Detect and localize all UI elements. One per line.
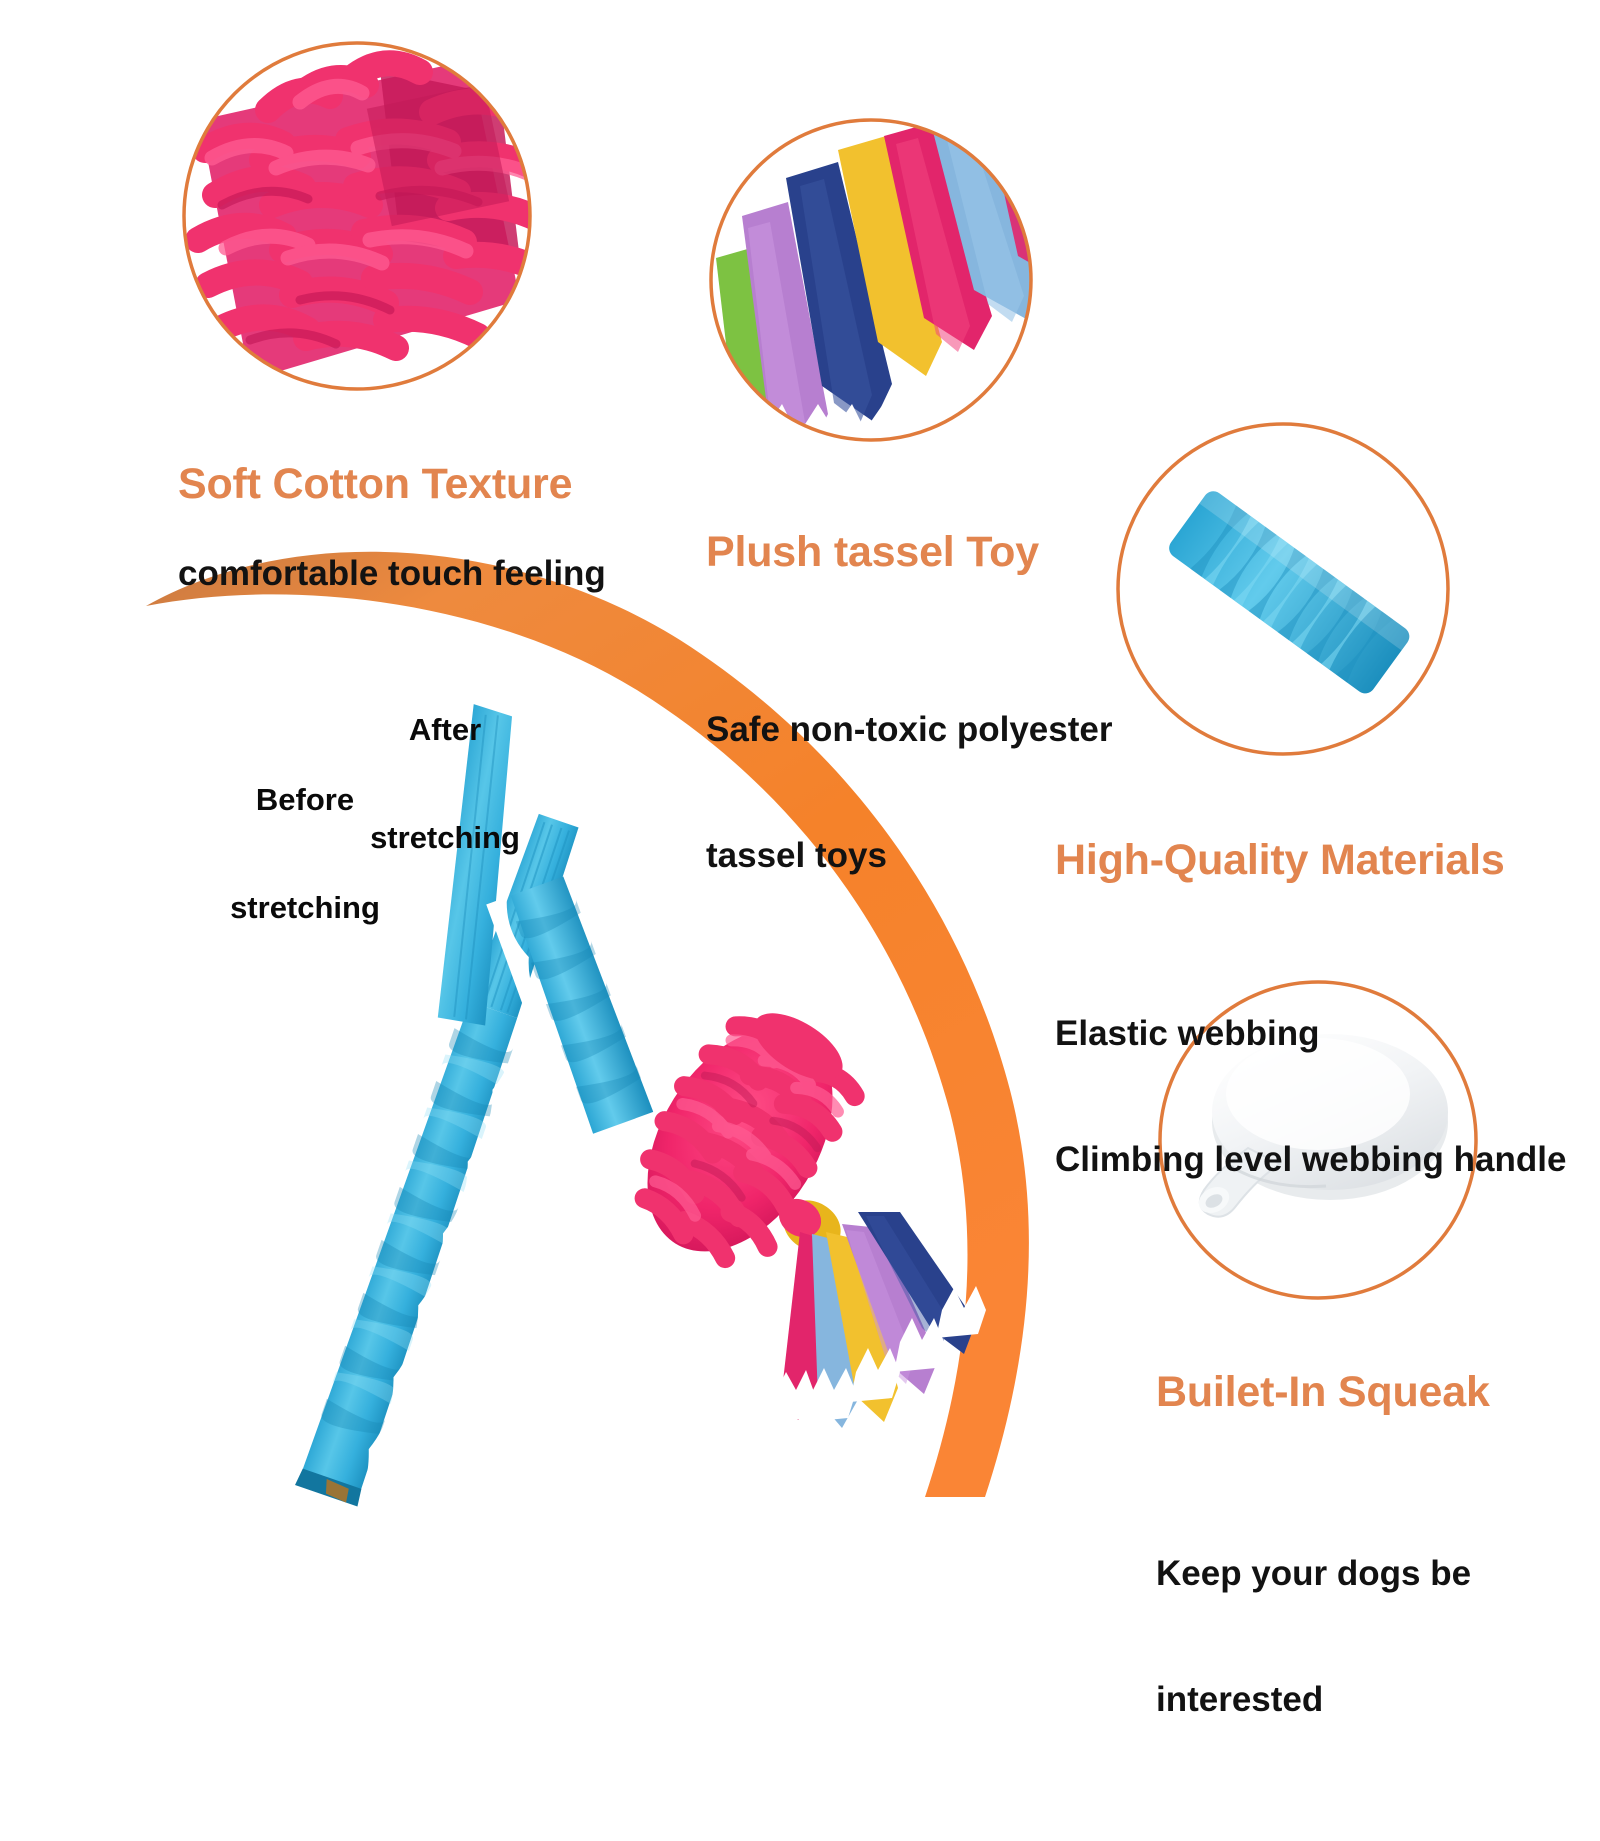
tassel-bundle: [772, 1198, 986, 1428]
feature-description-materials: Elastic webbing Climbing level webbing h…: [1055, 929, 1566, 1265]
label-after-line2: stretching: [370, 820, 520, 855]
feature-title-soft-cotton: Soft Cotton Texture: [178, 460, 573, 508]
photo-ring-squeak: [1158, 980, 1478, 1300]
feature-photo-materials: [1116, 422, 1450, 756]
product-after-stretching: [437, 704, 986, 1428]
feature-description-line1: Safe non-toxic polyester: [706, 710, 1113, 749]
feature-block-squeak: Builet-In Squeak Keep your dogs be inter…: [1156, 1332, 1490, 1841]
feature-description-line1: Keep your dogs be: [1156, 1554, 1472, 1593]
mop-head: [634, 1013, 865, 1269]
feature-block-plush-tassel: Plush tassel Toy Safe non-toxic polyeste…: [706, 492, 1112, 997]
decorative-orange-arc: [146, 551, 1029, 1497]
feature-block-soft-cotton: Soft Cotton Texture comfortable touch fe…: [178, 424, 606, 631]
infographic-canvas: Soft Cotton Texture comfortable touch fe…: [146, 41, 1566, 1719]
feature-description-plush-tassel: Safe non-toxic polyester tassel toys: [706, 625, 1112, 961]
photo-ring-plush-tassel: [709, 118, 1033, 442]
feature-title-plush-tassel: Plush tassel Toy: [706, 528, 1039, 576]
label-after-line1: After: [408, 712, 482, 747]
feature-photo-squeak: [1158, 980, 1478, 1300]
graphics-layer: [146, 41, 1478, 1508]
feature-block-materials: High-Quality Materials Elastic webbing C…: [1055, 800, 1566, 1301]
feature-photo-plush-tassel: [709, 118, 1033, 442]
label-before-line2: stretching: [230, 890, 380, 925]
photo-ring-soft-cotton: [182, 41, 532, 391]
feature-description-line1: Elastic webbing: [1055, 1014, 1320, 1053]
label-before-stretching: Before stretching: [180, 710, 430, 998]
feature-description-squeak: Keep your dogs be interested: [1156, 1469, 1490, 1805]
photo-ring-materials: [1116, 422, 1450, 756]
feature-photo-soft-cotton: [182, 41, 532, 391]
label-before-line1: Before: [255, 782, 355, 817]
feature-description-line2: tassel toys: [706, 836, 887, 875]
arc-shape: [146, 551, 1029, 1497]
product-before-stretching: [277, 813, 579, 1508]
feature-title-squeak: Builet-In Squeak: [1156, 1368, 1490, 1416]
label-after-stretching: After stretching: [330, 640, 560, 928]
feature-description-line2: Climbing level webbing handle: [1055, 1140, 1567, 1179]
feature-description-line2: interested: [1156, 1680, 1324, 1719]
feature-title-materials: High-Quality Materials: [1055, 836, 1505, 884]
feature-description-soft-cotton: comfortable touch feeling: [178, 554, 606, 593]
